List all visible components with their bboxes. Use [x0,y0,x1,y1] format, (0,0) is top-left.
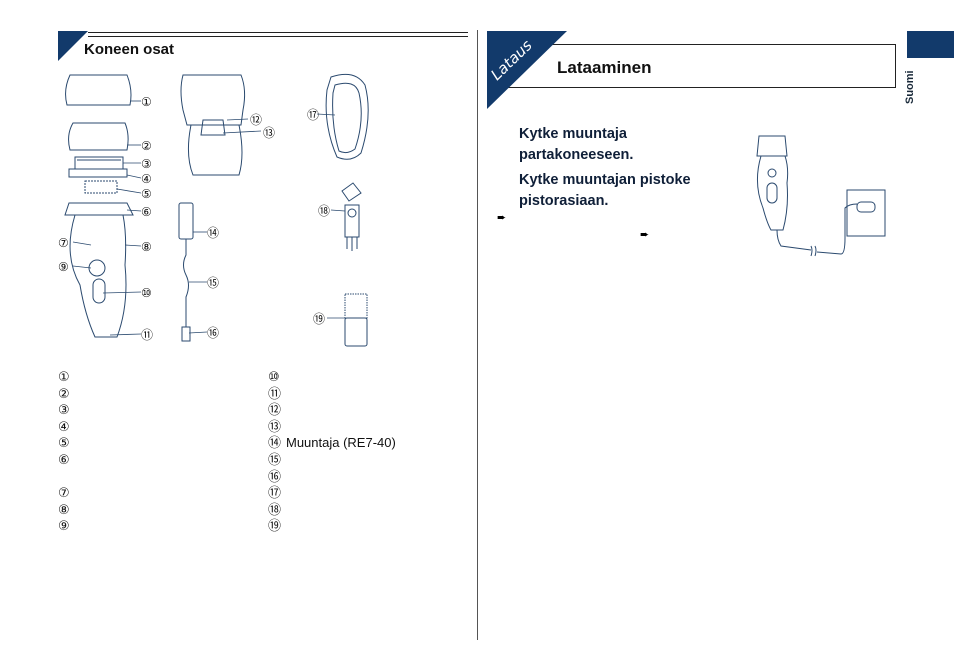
callout-2: ② [141,139,152,153]
cleaning-brush [344,204,360,238]
shaver-head [756,135,788,157]
parts-diagram: ① ② ③ ④ ⑤ ⑥ ⑦ ⑧ ⑨ ⑩ ⑪ ⑫ ⑬ ⑭ ⑮ ⑯ ⑰ ⑱ ⑲ [58,73,369,347]
legend-item: ⑰ [268,486,282,502]
callout-7: ⑦ [58,236,69,250]
callout-6: ⑥ [141,205,152,219]
legend-item: ⑩ [268,370,280,385]
charging-diagram [756,135,886,257]
legend-item: ⑤ [58,436,70,452]
adapter-cord [183,239,189,327]
section-corner-marker [58,31,88,61]
language-tab-label: Suomi [904,70,916,104]
legend-item: ⑧ [58,502,70,518]
adapter [178,202,194,240]
callout-1: ① [141,95,152,109]
shaver-head [64,202,134,216]
legend-item: ⑥ [58,452,70,468]
foil-cap [68,122,129,151]
legend-item: ⑲ [268,519,282,535]
header-rule [88,36,468,37]
legend-item: ⑨ [58,519,70,535]
shaver-body [69,214,127,338]
callout-17: ⑰ [307,108,319,122]
travel-pouch [325,73,369,160]
plug-icon: ➨ [497,212,507,224]
callout-4: ④ [141,172,152,186]
callout-13: ⑬ [263,126,275,140]
callout-10: ⑩ [141,286,152,300]
callout-15: ⑮ [207,276,219,290]
parts-legend-col1: ① ② ③ ④ ⑤ ⑥ ⑦ ⑧ ⑨ [58,369,76,535]
legend-item: ⑮ [268,452,282,468]
legend-item: ⑬ [268,419,282,435]
oil-bottle [344,317,368,347]
callout-8: ⑧ [141,240,152,254]
page-title: Lataaminen [557,58,652,77]
shaver-back-head [180,74,246,126]
callout-16: ⑯ [207,326,219,340]
language-tab [907,31,954,58]
callout-14: ⑭ [207,226,219,240]
legend-item: ② [58,386,70,402]
callout-12: ⑫ [250,113,262,127]
legend-item: ① [58,370,70,385]
legend-item: ⑪ [268,386,282,402]
legend-item: ⑫ [268,403,282,419]
legend-item: ⑦ [58,486,70,502]
outer-foil-frame [65,74,132,106]
inner-blade [74,156,124,170]
plug-icon: ➨ [640,229,650,241]
callout-19: ⑲ [313,312,325,326]
legend-item: ⑱ [268,502,282,518]
legend-item: ⑯ [268,469,282,485]
callout-5: ⑤ [141,187,152,201]
section-title: Koneen osat [84,41,175,58]
callout-3: ③ [141,157,152,171]
charging-cord [776,203,858,255]
callout-9: ⑨ [58,260,69,274]
step-2-text: Kytke muuntajan pistoke pistorasiaan. [519,172,691,209]
legend-item [58,469,76,486]
legend-item: ④ [58,419,70,435]
section-corner-badge: Lataus [487,31,567,109]
callout-11: ⑪ [141,328,153,342]
callout-18: ⑱ [318,204,330,218]
drive-gear [84,180,118,194]
legend-item: ③ [58,403,70,419]
header-rule [88,32,468,33]
column-divider [477,30,478,640]
step-1-text: Kytke muuntaja partakoneeseen. [519,126,634,163]
oil-bottle-cap [344,293,368,319]
shaver-body [757,155,789,231]
wall-socket [846,189,886,237]
